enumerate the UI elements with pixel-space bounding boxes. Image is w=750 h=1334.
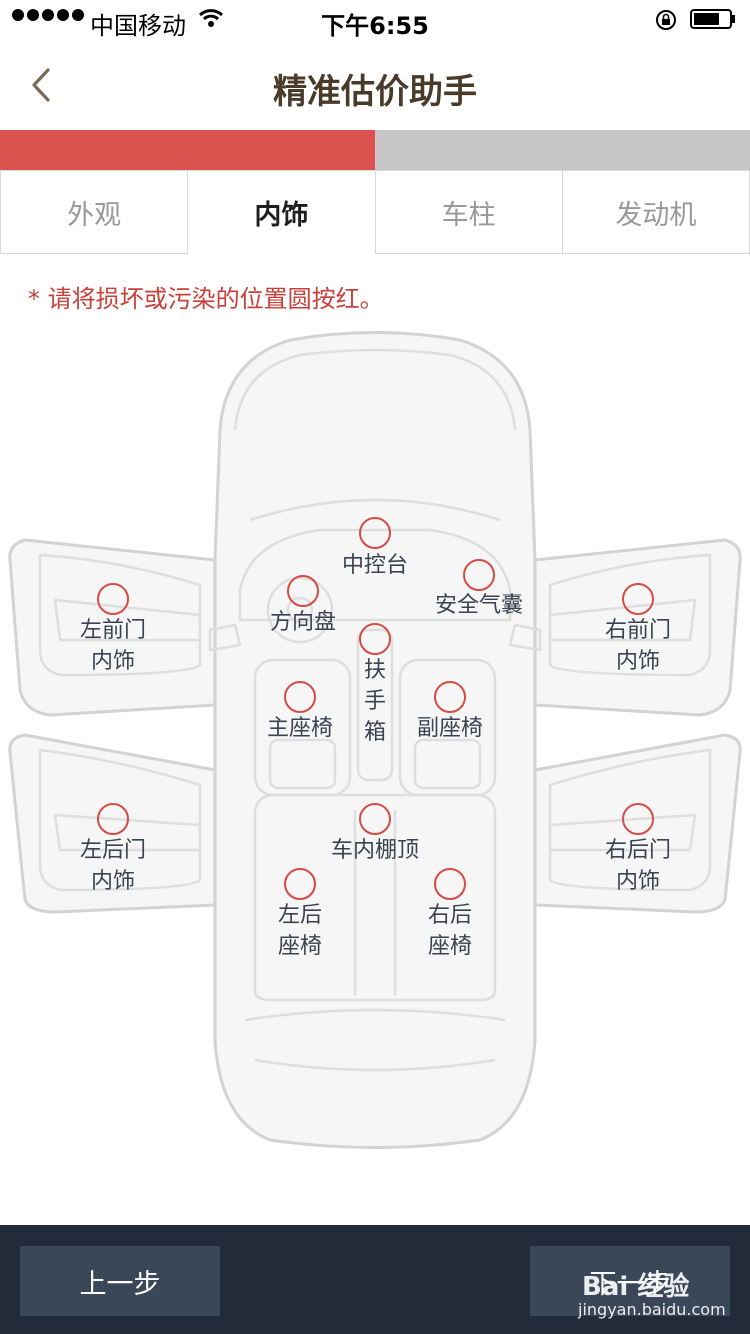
navigation-bar: 精准估价助手 (0, 40, 750, 130)
status-bar: 中国移动 下午6:55 (0, 0, 750, 40)
marker-left-rear-seat[interactable] (284, 868, 316, 900)
label-passenger-seat: 副座椅 (416, 716, 484, 741)
marker-right-rear-door[interactable] (622, 803, 654, 835)
label-right-rear-seat: 右后 座椅 (427, 903, 473, 959)
label-armrest-box: 扶 手 箱 (363, 658, 387, 745)
marker-headliner[interactable] (359, 803, 391, 835)
rotation-lock-icon (656, 10, 676, 30)
label-center-console: 中控台 (341, 553, 409, 578)
step-progress-bar (0, 130, 750, 170)
step-progress-fill (0, 130, 375, 170)
tab-pillars[interactable]: 车柱 (375, 170, 563, 254)
label-headliner: 车内棚顶 (330, 838, 420, 863)
back-chevron-icon[interactable] (18, 58, 68, 108)
page-title: 精准估价助手 (273, 72, 477, 112)
instruction-text: * 请将损坏或污染的位置圆按红。 (28, 285, 384, 313)
tab-exterior[interactable]: 外观 (0, 170, 189, 254)
marker-center-console[interactable] (359, 517, 391, 549)
wifi-icon (198, 9, 224, 27)
prev-step-button[interactable]: 上一步 (20, 1246, 220, 1316)
label-airbag: 安全气囊 (434, 593, 524, 618)
signal-strength-icon (12, 9, 84, 21)
marker-right-rear-seat[interactable] (434, 868, 466, 900)
label-left-front-door: 左前门 内饰 (79, 618, 147, 674)
label-steering-wheel: 方向盘 (269, 610, 337, 635)
category-tabs: 外观 内饰 车柱 发动机 (0, 170, 750, 254)
marker-airbag[interactable] (463, 559, 495, 591)
carrier-name: 中国移动 (90, 12, 186, 40)
label-right-rear-door: 右后门 内饰 (604, 838, 672, 894)
battery-icon (690, 9, 735, 29)
marker-right-front-door[interactable] (622, 583, 654, 615)
marker-left-front-door[interactable] (97, 583, 129, 615)
status-time: 下午6:55 (321, 12, 429, 40)
tab-interior[interactable]: 内饰 (188, 170, 376, 254)
label-right-front-door: 右前门 内饰 (604, 618, 672, 674)
marker-steering-wheel[interactable] (287, 575, 319, 607)
label-left-rear-door: 左后门 内饰 (79, 838, 147, 894)
marker-armrest-box[interactable] (359, 623, 391, 655)
marker-left-rear-door[interactable] (97, 803, 129, 835)
next-step-button[interactable]: 下一步 (530, 1246, 730, 1316)
tab-engine[interactable]: 发动机 (562, 170, 750, 254)
label-left-rear-seat: 左后 座椅 (277, 903, 323, 959)
label-driver-seat: 主座椅 (266, 716, 334, 741)
bottom-action-bar: 上一步 下一步 (0, 1225, 750, 1334)
marker-driver-seat[interactable] (284, 681, 316, 713)
marker-passenger-seat[interactable] (434, 681, 466, 713)
